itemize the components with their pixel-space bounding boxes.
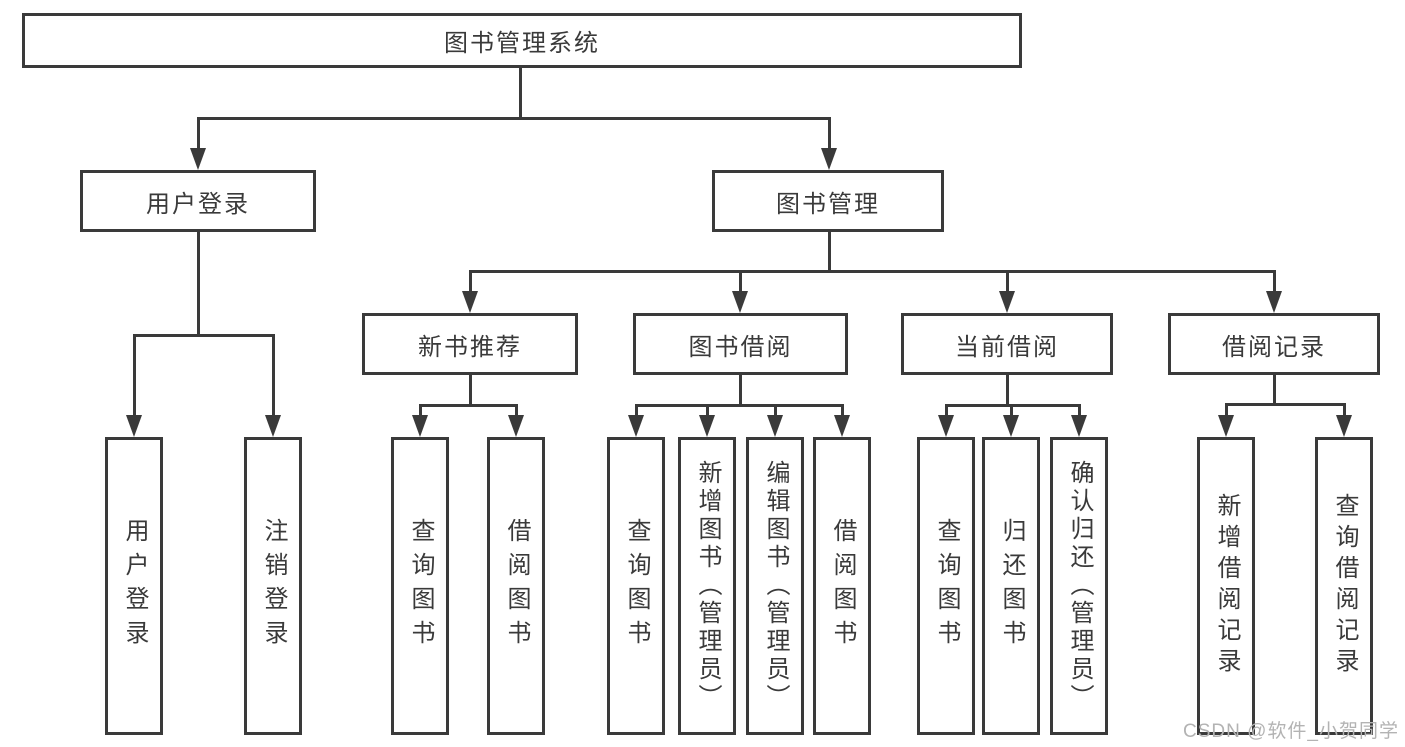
- connector-line: [774, 404, 777, 417]
- connector-line: [1225, 403, 1346, 406]
- connector-line: [419, 404, 518, 407]
- leaf-query-book-borrow: 查询图书: [607, 437, 665, 735]
- leaf-logout: 注销登录: [244, 437, 302, 735]
- leaf-return-book: 归还图书: [982, 437, 1040, 735]
- connector-line: [419, 404, 422, 417]
- arrow-down-icon: [834, 415, 850, 437]
- leaf-label: 查询图书: [623, 518, 650, 654]
- leaf-label: 查询图书: [407, 518, 434, 654]
- arrow-down-icon: [462, 291, 478, 313]
- leaf-label: 编辑图书（管理员）: [762, 460, 789, 712]
- connector-line: [706, 404, 709, 417]
- arrow-down-icon: [821, 148, 837, 170]
- arrow-down-icon: [1071, 415, 1087, 437]
- arrow-down-icon: [938, 415, 954, 437]
- node-borrow-record: 借阅记录: [1168, 313, 1380, 375]
- connector-line: [515, 404, 518, 417]
- connector-line: [1006, 270, 1009, 293]
- connector-line: [197, 117, 200, 151]
- arrow-down-icon: [628, 415, 644, 437]
- connector-line: [945, 404, 948, 417]
- connector-line: [133, 334, 275, 337]
- connector-line: [1273, 375, 1276, 406]
- leaf-label: 借阅图书: [829, 518, 856, 654]
- connector-line: [1225, 403, 1228, 417]
- connector-line: [133, 334, 136, 417]
- connector-line: [1010, 404, 1013, 417]
- leaf-confirm-return-admin: 确认归还（管理员）: [1050, 437, 1108, 735]
- arrow-down-icon: [1336, 415, 1352, 437]
- arrow-down-icon: [1003, 415, 1019, 437]
- leaf-label: 借阅图书: [503, 518, 530, 654]
- arrow-down-icon: [767, 415, 783, 437]
- connector-line: [828, 117, 831, 151]
- connector-line: [469, 270, 1276, 273]
- connector-line: [272, 334, 275, 417]
- leaf-label: 注销登录: [260, 518, 287, 654]
- node-user-login: 用户登录: [80, 170, 316, 232]
- connector-line: [197, 232, 200, 336]
- leaf-user-login: 用户登录: [105, 437, 163, 735]
- connector-line: [1078, 404, 1081, 417]
- connector-line: [828, 232, 831, 272]
- leaf-query-book-current: 查询图书: [917, 437, 975, 735]
- connector-line: [841, 404, 844, 417]
- arrow-down-icon: [412, 415, 428, 437]
- leaf-query-borrow-record: 查询借阅记录: [1315, 437, 1373, 735]
- leaf-label: 确认归还（管理员）: [1066, 460, 1093, 712]
- watermark: CSDN @软件_小贺同学: [1183, 721, 1399, 742]
- arrow-down-icon: [732, 291, 748, 313]
- arrow-down-icon: [190, 148, 206, 170]
- leaf-add-borrow-record: 新增借阅记录: [1197, 437, 1255, 735]
- connector-line: [1343, 403, 1346, 417]
- leaf-add-book-admin: 新增图书（管理员）: [678, 437, 736, 735]
- connector-line: [635, 404, 844, 407]
- connector-line: [197, 117, 831, 120]
- leaf-label: 查询图书: [933, 518, 960, 654]
- arrow-down-icon: [508, 415, 524, 437]
- node-current-borrow: 当前借阅: [901, 313, 1113, 375]
- connector-line: [739, 375, 742, 407]
- leaf-label: 归还图书: [998, 518, 1025, 654]
- node-book-borrow: 图书借阅: [633, 313, 848, 375]
- node-book-management: 图书管理: [712, 170, 944, 232]
- leaf-label: 新增借阅记录: [1213, 493, 1240, 679]
- connector-line: [739, 270, 742, 293]
- leaf-label: 查询借阅记录: [1331, 493, 1358, 679]
- connector-line: [469, 270, 472, 293]
- arrow-down-icon: [1218, 415, 1234, 437]
- leaf-borrow-book: 借阅图书: [813, 437, 871, 735]
- node-new-book-recommend: 新书推荐: [362, 313, 578, 375]
- connector-line: [1006, 375, 1009, 407]
- connector-line: [1273, 270, 1276, 293]
- connector-line: [945, 404, 1081, 407]
- arrow-down-icon: [265, 415, 281, 437]
- node-library-system: 图书管理系统: [22, 13, 1022, 68]
- connector-line: [469, 375, 472, 407]
- leaf-label: 用户登录: [121, 518, 148, 654]
- arrow-down-icon: [126, 415, 142, 437]
- arrow-down-icon: [699, 415, 715, 437]
- arrow-down-icon: [999, 291, 1015, 313]
- connector-line: [635, 404, 638, 417]
- leaf-query-book-recommend: 查询图书: [391, 437, 449, 735]
- leaf-borrow-book-recommend: 借阅图书: [487, 437, 545, 735]
- leaf-edit-book-admin: 编辑图书（管理员）: [746, 437, 804, 735]
- arrow-down-icon: [1266, 291, 1282, 313]
- connector-line: [519, 68, 522, 120]
- leaf-label: 新增图书（管理员）: [694, 460, 721, 712]
